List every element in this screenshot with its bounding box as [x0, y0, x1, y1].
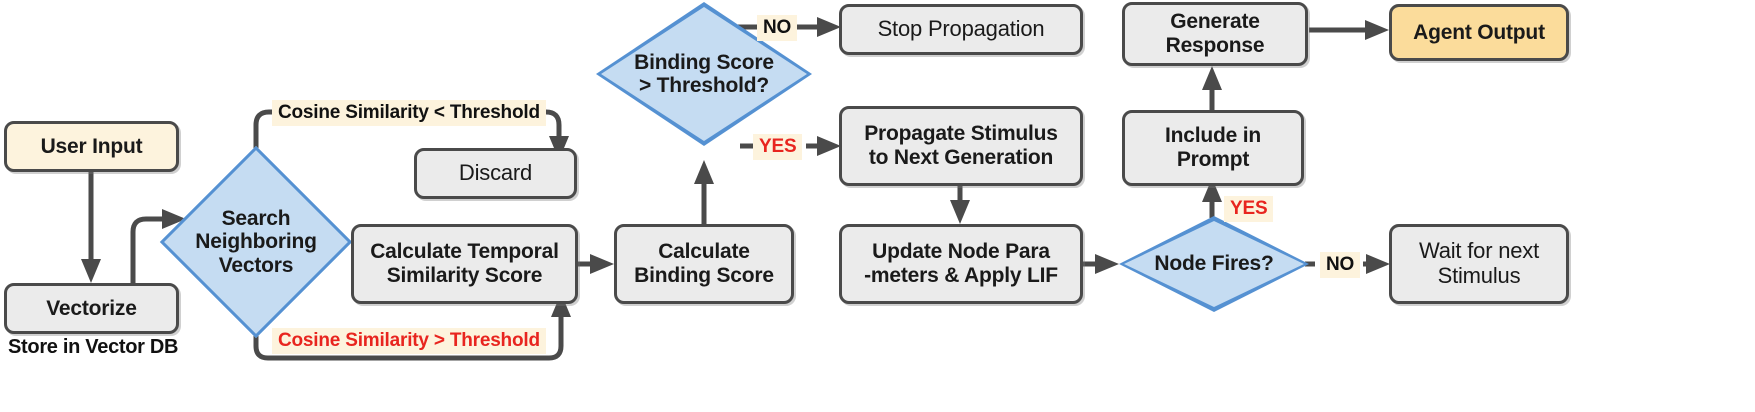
edge-label-cosine-less-than-threshold: Cosine Similarity < Threshold	[272, 100, 546, 126]
caption-store-in-vector-db: Store in Vector DB	[8, 336, 179, 358]
propagate-line-1: Propagate Stimulus	[864, 122, 1058, 146]
update-node-line-2: -meters & Apply LIF	[864, 264, 1058, 287]
calc-temporal-line-2: Similarity Score	[386, 264, 543, 287]
wait-line-1: Wait for next	[1418, 238, 1540, 264]
wait-line-2: Stimulus	[1437, 263, 1521, 288]
calc-binding-line-1: Calculate	[658, 240, 750, 264]
binding-label-line-1: Binding Score	[634, 50, 774, 74]
node-include-in-prompt[interactable]: Include in Prompt	[1122, 110, 1304, 186]
calc-temporal-line-1: Calculate Temporal	[370, 240, 559, 264]
search-label-line-1: Search	[221, 207, 291, 231]
generate-line-2: Response	[1165, 34, 1265, 57]
node-calculate-temporal-similarity-score[interactable]: Calculate Temporal Similarity Score	[351, 224, 578, 304]
node-propagate-stimulus-label: Propagate Stimulus to Next Generation	[856, 122, 1066, 169]
calc-binding-line-2: Binding Score	[634, 264, 774, 287]
node-search-neighboring-vectors-label: Search Neighboring Vectors	[188, 174, 324, 310]
edge-label-fires-yes: YES	[1224, 196, 1274, 222]
node-calculate-binding-score[interactable]: Calculate Binding Score	[614, 224, 794, 304]
node-generate-response-label: Generate Response	[1158, 10, 1273, 57]
node-node-fires[interactable]: Node Fires?	[1119, 216, 1309, 312]
node-discard-label: Discard	[458, 160, 533, 186]
node-wait-for-next-stimulus-label: Wait for next Stimulus	[1411, 239, 1547, 288]
node-update-node-parameters-label: Update Node Para -meters & Apply LIF	[856, 240, 1066, 287]
node-stop-propagation-label: Stop Propagation	[877, 16, 1045, 42]
node-binding-score-threshold-label: Binding Score > Threshold?	[596, 2, 812, 146]
edge-label-cosine-greater-than-threshold: Cosine Similarity > Threshold	[272, 328, 546, 354]
node-generate-response[interactable]: Generate Response	[1122, 2, 1308, 66]
include-line-1: Include in	[1164, 124, 1261, 148]
edge-label-fires-no: NO	[1320, 252, 1361, 278]
generate-line-1: Generate	[1170, 10, 1260, 34]
node-discard[interactable]: Discard	[414, 148, 577, 199]
binding-label-line-2: > Threshold?	[638, 74, 770, 97]
update-node-line-1: Update Node Para	[872, 240, 1050, 264]
node-vectorize-label: Vectorize	[46, 296, 137, 320]
include-line-2: Prompt	[1176, 148, 1250, 171]
search-label-line-3: Vectors	[218, 253, 294, 277]
node-user-input-label: User Input	[40, 134, 143, 158]
node-search-neighboring-vectors[interactable]: Search Neighboring Vectors	[159, 145, 353, 339]
node-node-fires-label: Node Fires?	[1154, 252, 1274, 276]
node-calculate-binding-label: Calculate Binding Score	[626, 240, 782, 287]
node-agent-output[interactable]: Agent Output	[1389, 4, 1569, 61]
node-user-input[interactable]: User Input	[4, 121, 179, 172]
node-stop-propagation[interactable]: Stop Propagation	[839, 4, 1083, 55]
node-include-in-prompt-label: Include in Prompt	[1157, 124, 1269, 171]
node-vectorize[interactable]: Vectorize	[4, 283, 179, 334]
node-agent-output-label: Agent Output	[1413, 20, 1545, 44]
node-calculate-temporal-label: Calculate Temporal Similarity Score	[362, 240, 567, 287]
edge-label-binding-no: NO	[757, 15, 798, 41]
node-propagate-stimulus[interactable]: Propagate Stimulus to Next Generation	[839, 106, 1083, 186]
node-update-node-parameters[interactable]: Update Node Para -meters & Apply LIF	[839, 224, 1083, 304]
propagate-line-2: to Next Generation	[868, 146, 1054, 169]
search-label-line-2: Neighboring	[195, 230, 317, 254]
edge-label-binding-yes: YES	[753, 134, 803, 160]
node-wait-for-next-stimulus[interactable]: Wait for next Stimulus	[1389, 224, 1569, 304]
